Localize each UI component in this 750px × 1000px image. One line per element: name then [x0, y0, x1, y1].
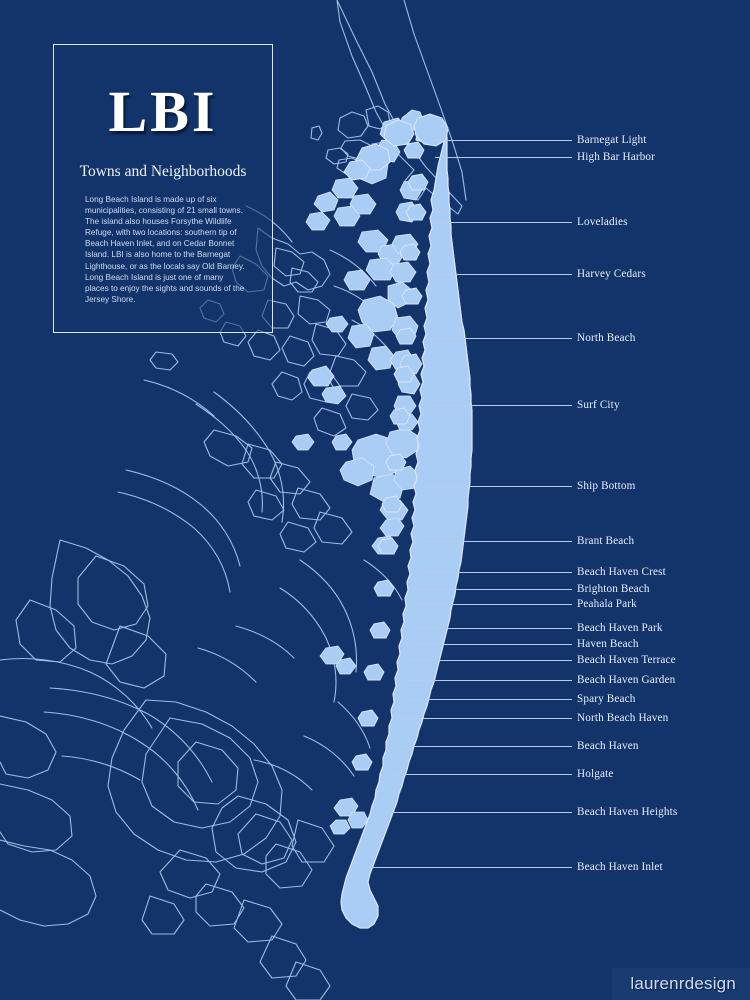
- leader-line: [421, 541, 572, 542]
- callout-label: Loveladies: [577, 216, 628, 228]
- leader-line: [397, 746, 572, 747]
- title-card: LBI Towns and Neighborhoods Long Beach I…: [53, 44, 273, 333]
- callout-label: Beach Haven Terrace: [577, 654, 676, 666]
- page-subtitle: Towns and Neighborhoods: [79, 163, 247, 180]
- callout-label: Beach Haven Park: [577, 622, 663, 634]
- leader-line: [429, 274, 572, 275]
- callout-label: Brighton Beach: [577, 583, 650, 595]
- callout-label: Beach Haven Garden: [577, 674, 676, 686]
- callout-label: Beach Haven Crest: [577, 566, 666, 578]
- leader-line: [423, 486, 572, 487]
- callout-label: Beach Haven: [577, 740, 639, 752]
- leader-line: [393, 774, 572, 775]
- page-title: LBI: [108, 79, 218, 144]
- leader-line: [416, 604, 572, 605]
- leader-line: [433, 338, 572, 339]
- leader-line: [410, 644, 572, 645]
- callout-label: North Beach: [577, 332, 636, 344]
- callout-label: Ship Bottom: [577, 480, 636, 492]
- leader-line: [403, 699, 572, 700]
- description-text: Long Beach Island is made up of six muni…: [85, 195, 245, 304]
- leader-line: [429, 405, 572, 406]
- leader-line: [435, 157, 572, 158]
- north-tip-shapes: [343, 113, 449, 181]
- callout-label: Holgate: [577, 768, 614, 780]
- callout-label: Harvey Cedars: [577, 268, 646, 280]
- leader-line: [408, 660, 572, 661]
- callout-label: Beach Haven Heights: [577, 806, 678, 818]
- callout-label: Spary Beach: [577, 693, 636, 705]
- leader-line: [417, 589, 572, 590]
- leader-line: [406, 680, 572, 681]
- callout-label: High Bar Harbor: [577, 151, 656, 163]
- callout-label: Haven Beach: [577, 638, 639, 650]
- leader-line: [369, 867, 572, 868]
- leader-line: [401, 718, 572, 719]
- callout-label: Peahala Park: [577, 598, 637, 610]
- callout-label: Beach Haven Inlet: [577, 861, 663, 873]
- watermark-bar: laurenrdesign: [612, 968, 750, 1000]
- island-bayside-detail: [351, 109, 429, 771]
- callout-label: Barnegat Light: [577, 134, 647, 146]
- long-beach-island-shape: [340, 119, 473, 929]
- leader-line: [387, 812, 572, 813]
- callout-label: North Beach Haven: [577, 712, 669, 724]
- leader-line: [418, 572, 572, 573]
- leader-line: [430, 222, 572, 223]
- watermark-label: laurenrdesign: [630, 974, 736, 993]
- leader-line: [432, 140, 572, 141]
- leader-line: [412, 628, 572, 629]
- callout-label: Brant Beach: [577, 535, 635, 547]
- callout-label: Surf City: [577, 399, 620, 411]
